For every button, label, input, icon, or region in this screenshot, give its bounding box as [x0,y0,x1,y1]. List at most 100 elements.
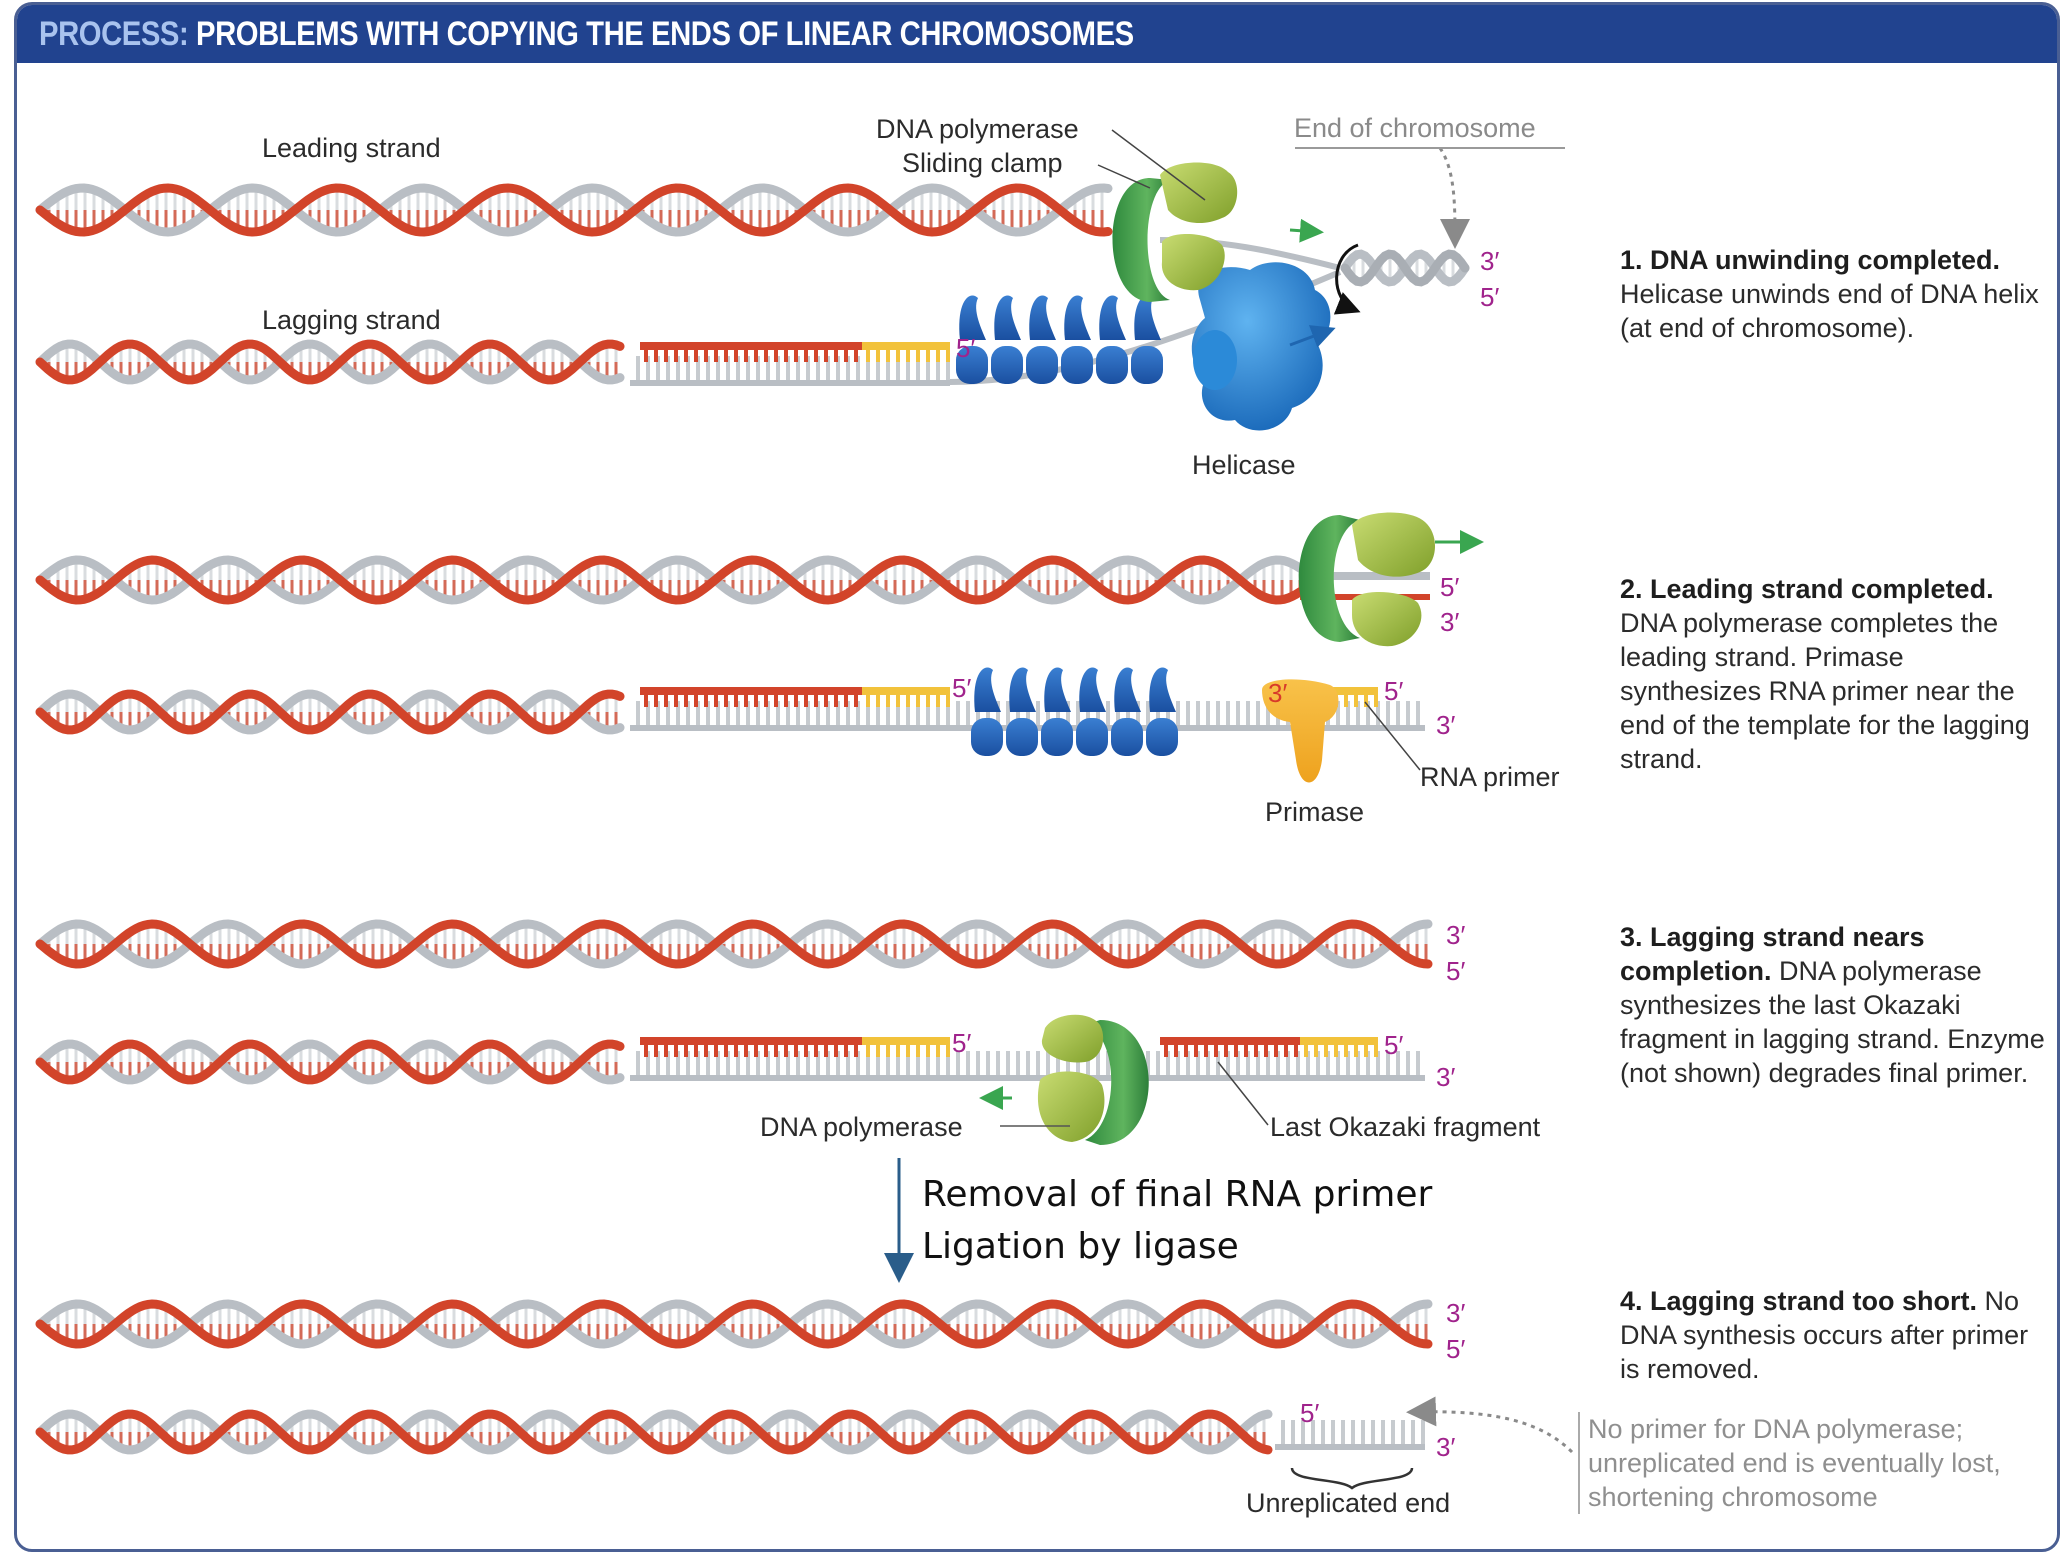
base [814,348,818,362]
base [906,1051,910,1075]
base [1096,701,1100,725]
ssb-bottom [1061,346,1093,384]
step-body: DNA polymerase synthesizes the last Okaz… [1620,956,2045,1088]
base [1186,701,1190,725]
unreplicated-end-label: Unreplicated end [1246,1488,1451,1518]
base [716,1051,720,1075]
base [936,356,940,380]
red-backbone [35,1409,1273,1455]
base [1264,1043,1268,1057]
base [1186,1051,1190,1075]
base [876,701,880,725]
base [666,1051,670,1075]
base [1301,1420,1305,1444]
base [1046,1051,1050,1075]
base [1224,1043,1228,1057]
base [714,1043,718,1057]
base [724,1043,728,1057]
base [646,701,650,725]
base [1421,1420,1425,1444]
dna-polymerase-panel3 [1037,1014,1105,1142]
base [906,356,910,380]
base [946,701,950,725]
base [826,1051,830,1075]
base [826,701,830,725]
base [844,693,848,707]
grey-backbone [35,1409,1273,1455]
base [636,701,640,725]
base [776,356,780,380]
base [1206,1051,1210,1075]
unreplicated-end-brace [1290,1467,1414,1490]
base [816,356,820,380]
base [1204,1043,1208,1057]
dna-double-helix [35,555,1305,605]
base [896,693,900,707]
base [686,1051,690,1075]
base [926,1043,930,1057]
base [674,348,678,362]
base [846,1051,850,1075]
base [636,1051,640,1075]
base [836,356,840,380]
base [986,1051,990,1075]
base [1016,701,1020,725]
base [1194,1043,1198,1057]
base [1311,1420,1315,1444]
base [1226,701,1230,725]
base [716,356,720,380]
ssb-bottom [1111,718,1143,756]
base [876,1051,880,1075]
base [714,693,718,707]
rotation-arrow-icon [1333,243,1361,315]
single-strand-ladder [630,1037,1425,1081]
base [1166,701,1170,725]
base [1381,1420,1385,1444]
base [784,348,788,362]
base [764,348,768,362]
base [886,1043,890,1057]
base [1116,701,1120,725]
base [1066,701,1070,725]
base [866,1051,870,1075]
dna-double-helix [35,183,1113,237]
polymerase-direction-arrow [1289,218,1324,243]
step-title: 1. DNA unwinding completed. [1620,245,2001,275]
red-backbone [35,689,625,735]
base [1326,1051,1330,1075]
base [1066,1051,1070,1075]
dna-double-helix [35,1039,625,1085]
single-strand-binding-protein [956,295,988,384]
base [1351,1420,1355,1444]
base [784,1043,788,1057]
base [1376,1051,1380,1075]
base [766,1051,770,1075]
red-backbone [35,183,1113,237]
ssb-bottom [1096,346,1128,384]
base [1321,1420,1325,1444]
red-backbone [35,1039,625,1085]
five-prime-label: 5′ [1384,1030,1404,1060]
three-prime-label: 3′ [1440,607,1460,637]
step-3: 3. Lagging strand nears completion. DNA … [1620,920,2050,1090]
base [1226,1051,1230,1075]
base [916,701,920,725]
base [1331,1420,1335,1444]
five-prime-label: 5′ [1384,676,1404,706]
step-body: DNA polymerase completes the leading str… [1620,608,2030,774]
base [946,1043,950,1057]
rna-primer-label: RNA primer [1420,762,1560,792]
base [806,701,810,725]
base [836,1051,840,1075]
base [1334,1043,1338,1057]
base [694,693,698,707]
sliding-clamp-panel3 [1085,1020,1149,1145]
ssb-top [1009,667,1036,712]
ssb-top [994,295,1021,340]
base [734,1043,738,1057]
base [1026,1051,1030,1075]
end-of-chromosome-label: End of chromosome [1294,113,1536,143]
rna-primer-segment [862,342,950,350]
base [796,1051,800,1075]
base [1366,1051,1370,1075]
